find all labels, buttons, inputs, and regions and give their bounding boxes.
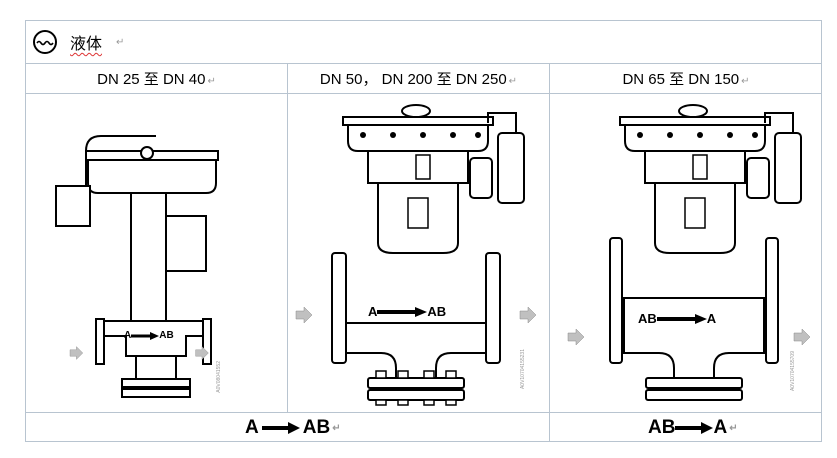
footer-flow-ab-to-a: AB A↵ bbox=[648, 417, 738, 438]
inline-flow-label: A AB bbox=[368, 304, 447, 319]
liquid-icon bbox=[33, 30, 57, 54]
valve-drawing-dn50-200-250 bbox=[295, 104, 537, 406]
arrow-right-icon bbox=[675, 422, 714, 434]
drawing-id: A0V08041552 bbox=[216, 361, 222, 393]
column-title-dn65-150: DN 65 至 DN 150↵ bbox=[622, 71, 750, 88]
column-title-dn25-40: DN 25 至 DN 40↵ bbox=[97, 71, 216, 88]
footer-flow-a-to-ab: A AB↵ bbox=[245, 417, 341, 438]
arrow-right-icon bbox=[131, 331, 160, 340]
inline-flow-label: A AB bbox=[124, 330, 174, 341]
divider bbox=[549, 63, 550, 442]
drawing-id: A0V10704155709 bbox=[790, 351, 796, 392]
valve-table: 液体↵ DN 25 至 DN 40↵ DN 50， DN 200 至 DN 25… bbox=[25, 20, 822, 442]
arrow-right-icon bbox=[377, 306, 428, 317]
liquid-label: 液体 bbox=[70, 36, 103, 53]
divider bbox=[26, 63, 821, 64]
valve-drawing-dn65-150 bbox=[567, 104, 811, 401]
liquid-header: 液体↵ bbox=[32, 29, 124, 55]
drawing-id: A0V10704155231 bbox=[520, 349, 526, 390]
divider bbox=[287, 63, 288, 412]
inline-flow-label: AB A bbox=[638, 311, 717, 326]
arrow-right-icon bbox=[656, 313, 707, 324]
column-title-dn50-200-250: DN 50， DN 200 至 DN 250↵ bbox=[319, 71, 518, 88]
divider bbox=[26, 93, 821, 94]
divider bbox=[26, 412, 821, 413]
valve-drawing-dn25-40 bbox=[55, 135, 219, 398]
arrow-right-icon bbox=[261, 422, 300, 434]
